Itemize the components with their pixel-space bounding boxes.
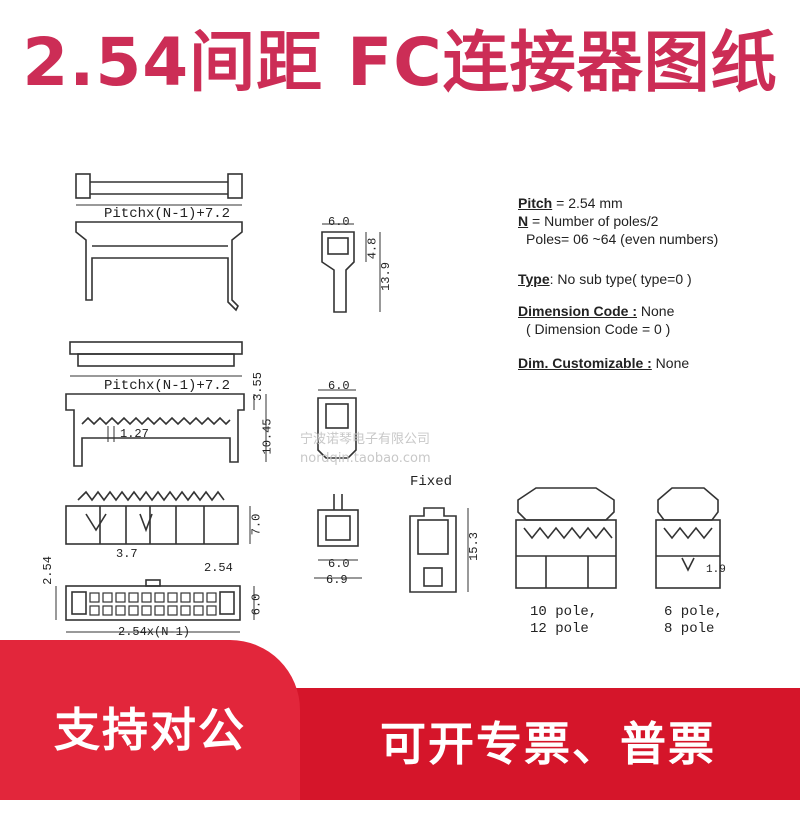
pole-label-12: 12 pole	[530, 621, 589, 637]
banner-corporate: 支持对公	[0, 640, 300, 800]
bottom-formula: 2.54x(N-1)	[118, 625, 191, 639]
fixed-view	[409, 507, 469, 593]
dim-6-0-b: 6.0	[328, 379, 350, 393]
dim-6-0-c: 6.0	[328, 557, 350, 571]
fixed-label: Fixed	[410, 474, 453, 490]
side-view-2	[65, 341, 267, 467]
spec-n-value: = Number of poles/2	[528, 213, 659, 229]
banner-invoice-text: 可开专票、普票	[380, 717, 716, 771]
dim-3-55: 3.55	[250, 372, 265, 401]
spec-type-label: Type	[518, 271, 550, 287]
pole-label-10: 10 pole,	[530, 604, 598, 620]
spec-dimcode-sub: ( Dimension Code = 0 )	[526, 321, 671, 337]
spec-dimcust-value: None	[651, 355, 690, 371]
watermark-line-2: nordqin.taobao.com	[300, 451, 431, 466]
pitch-formula-2: Pitchx(N-1)+7.2	[104, 378, 231, 394]
banner-invoice: 可开专票、普票	[296, 688, 800, 800]
spec-dimcode-value: None	[637, 303, 675, 319]
watermark: 宁波诺琴电子有限公司 nordqin.taobao.com	[300, 430, 431, 468]
dim-3-7: 3.7	[116, 547, 138, 561]
dim-2-54-left: 2.54	[40, 556, 55, 585]
cable-view-10-12	[515, 487, 617, 589]
spec-dimcust-label: Dim. Customizable :	[518, 355, 652, 371]
spec-poles: Poles= 06 ~64 (even numbers)	[526, 231, 719, 247]
end-view	[314, 494, 362, 579]
dim-7-0: 7.0	[249, 513, 264, 536]
pitch-formula-1: Pitchx(N-1)+7.2	[104, 206, 231, 222]
dim-4-8: 4.8	[365, 237, 380, 260]
dim-6-9: 6.9	[326, 573, 348, 587]
spec-pitch-label: Pitch	[518, 195, 553, 211]
dim-15-3: 15.3	[466, 532, 481, 561]
spec-n-label: N	[518, 213, 529, 229]
side-profile-2	[317, 389, 357, 459]
specs-block: Pitch = 2.54 mm N = Number of poles/2 Po…	[518, 194, 788, 372]
dim-6-0-right: 6.0	[249, 593, 264, 616]
page-title: 2.54间距 FC连接器图纸	[22, 24, 778, 101]
pole-label-6: 6 pole,	[664, 604, 723, 620]
pole-label-8: 8 pole	[664, 621, 715, 637]
cable-view-6-8	[655, 487, 721, 589]
spec-dimcode: Dimension Code : None	[518, 302, 788, 320]
spec-dimcust: Dim. Customizable : None	[518, 354, 788, 372]
dim-6-0-a: 6.0	[328, 215, 350, 229]
spec-pitch-value: = 2.54 mm	[552, 195, 623, 211]
dim-1-9: 1.9	[706, 564, 726, 576]
pin-view	[55, 579, 255, 633]
spec-dimcode-label: Dimension Code :	[518, 303, 638, 319]
spec-pitch: Pitch = 2.54 mm	[518, 194, 788, 212]
dim-13-9: 13.9	[378, 262, 393, 291]
side-profile-1	[321, 223, 381, 313]
spec-n: N = Number of poles/2	[518, 212, 788, 230]
banner-corporate-text: 支持对公	[54, 703, 246, 757]
watermark-line-1: 宁波诺琴电子有限公司	[300, 432, 431, 447]
dim-2-54-top: 2.54	[204, 561, 233, 575]
connector-drawing	[55, 173, 721, 633]
side-view-1	[75, 173, 243, 312]
spec-type-value: : No sub type( type=0 )	[549, 271, 692, 287]
dim-1-27: 1.27	[120, 427, 149, 441]
front-view	[65, 490, 251, 545]
dim-10-45: 10.45	[260, 418, 275, 455]
spec-type: Type: No sub type( type=0 )	[518, 270, 788, 288]
